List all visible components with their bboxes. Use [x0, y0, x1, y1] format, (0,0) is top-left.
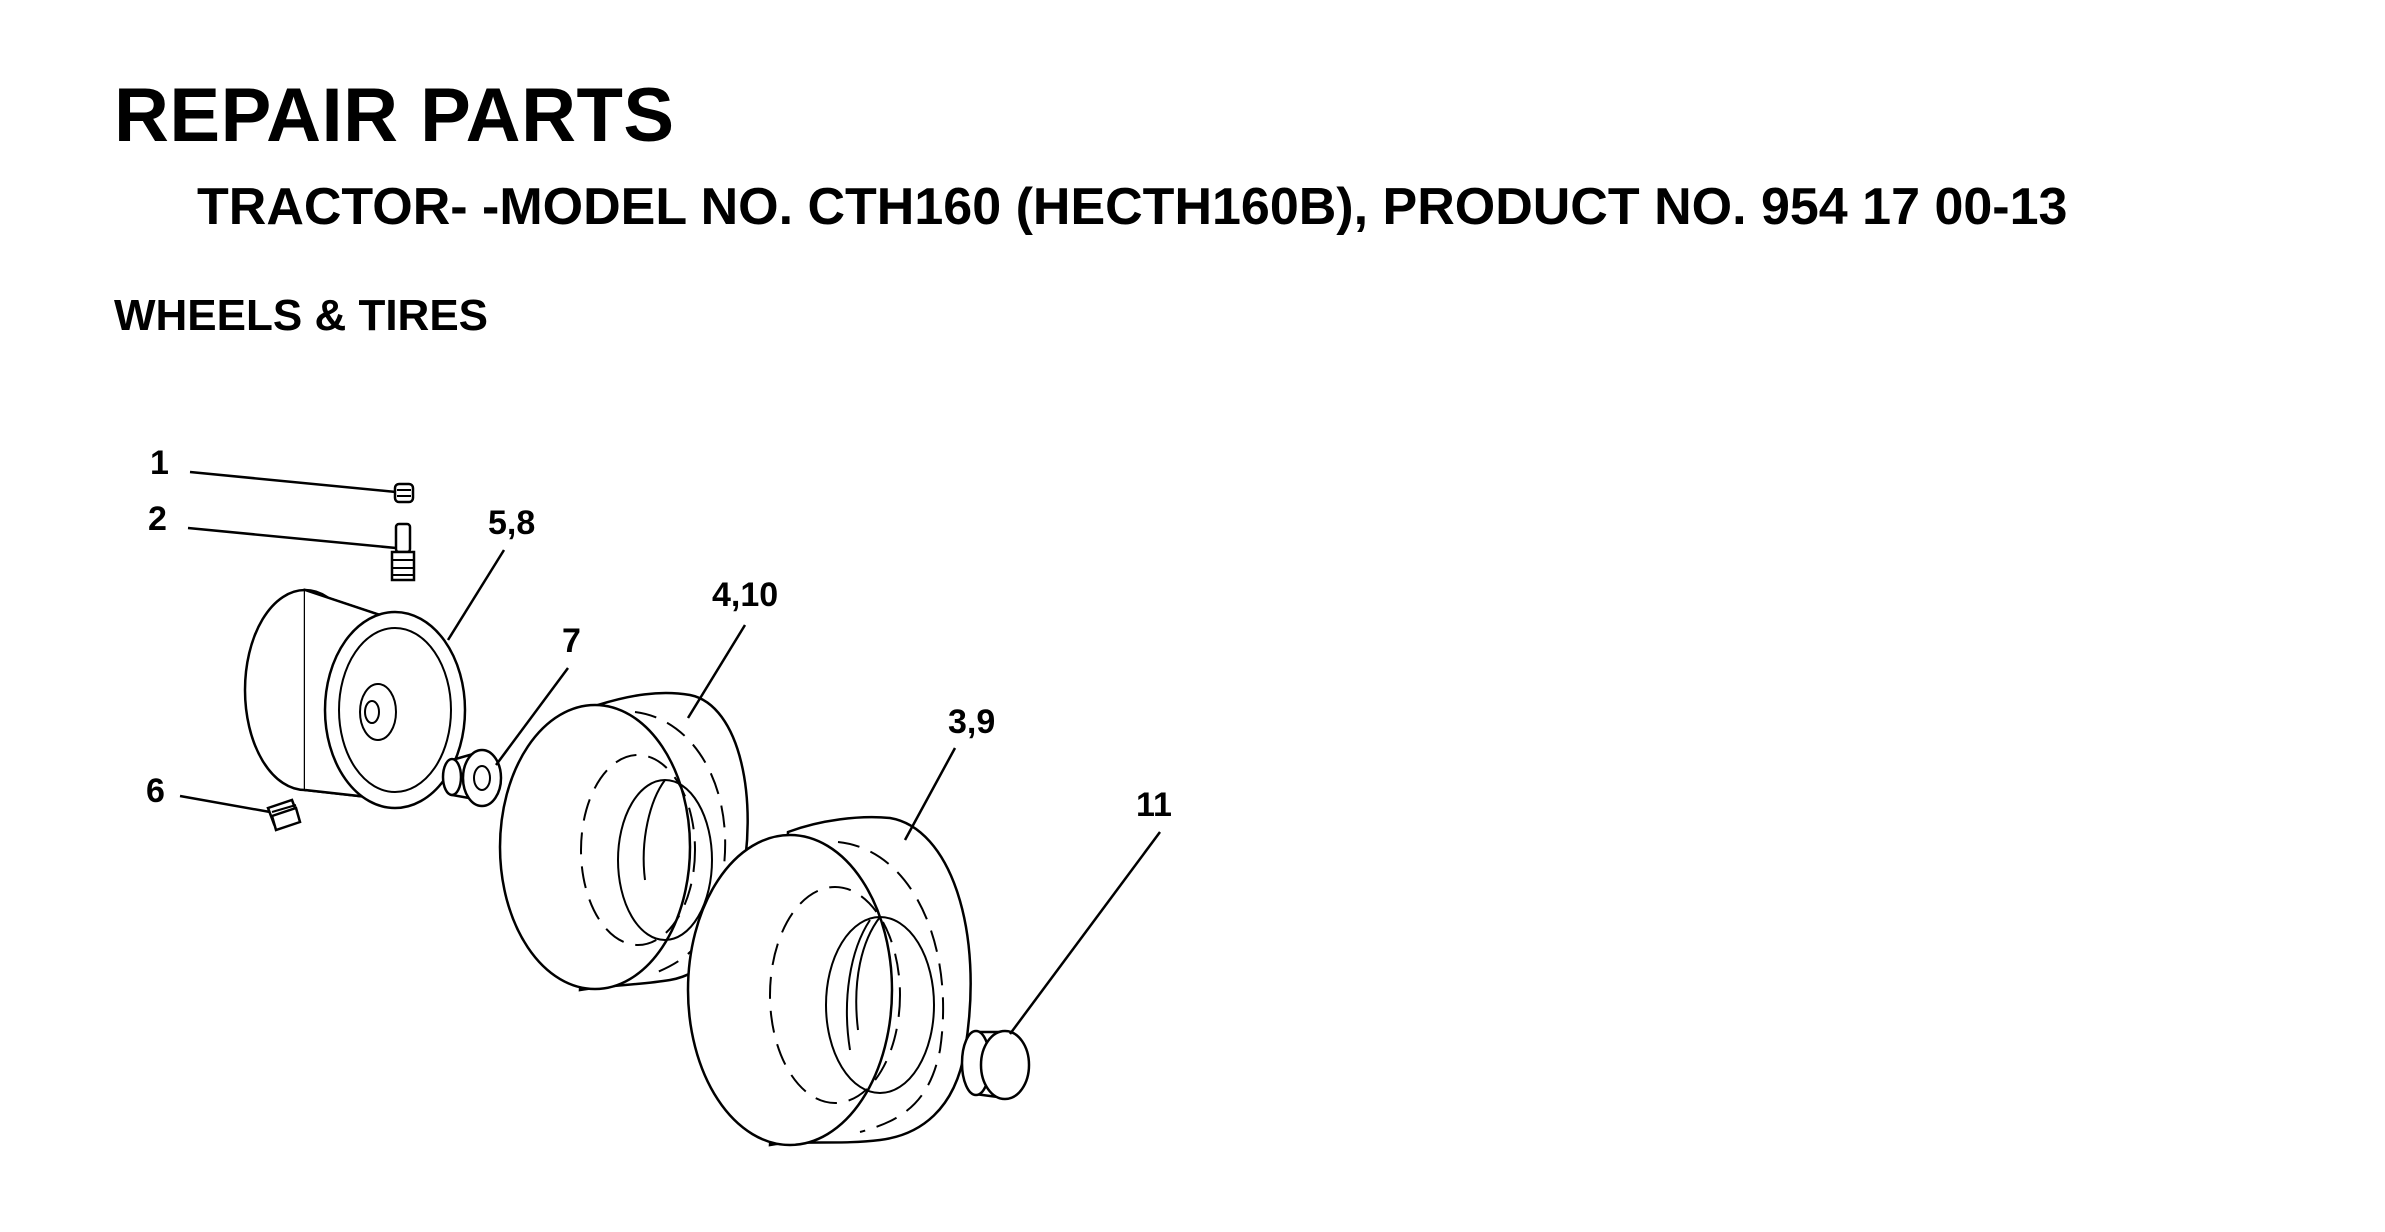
callout-11: 11	[1136, 786, 1172, 824]
hub-cap-part	[960, 1029, 1031, 1101]
model-subtitle: TRACTOR- -MODEL NO. CTH160 (HECTH160B), …	[197, 178, 2068, 236]
leader-410	[686, 624, 747, 719]
callout-7: 7	[562, 622, 581, 660]
callout-58: 5,8	[488, 504, 535, 542]
front-tire-part	[498, 691, 749, 992]
leader-7	[494, 667, 570, 766]
callout-410: 4,10	[712, 576, 778, 614]
leader-58	[446, 549, 506, 641]
leader-6	[179, 794, 271, 814]
page-title: REPAIR PARTS	[114, 73, 675, 158]
callout-6: 6	[146, 772, 165, 810]
rear-tire-part	[686, 815, 972, 1147]
callout-2: 2	[148, 500, 167, 538]
callout-39: 3,9	[948, 703, 995, 741]
bushing-part	[441, 748, 503, 808]
callout-1: 1	[150, 444, 169, 482]
leader-1	[189, 470, 397, 494]
bolt-part	[266, 798, 302, 832]
wheel-rim-part	[243, 588, 467, 810]
callout-labels: 1 2 5,8 7 4,10 3,9 6 11	[146, 444, 1172, 824]
leader-11	[1008, 831, 1162, 1035]
leader-39	[903, 747, 957, 841]
leader-2	[187, 526, 397, 550]
valve-stem-part	[390, 522, 416, 582]
leader-lines	[179, 470, 1162, 1035]
valve-cap-part	[393, 482, 415, 504]
section-heading: WHEELS & TIRES	[114, 291, 489, 340]
